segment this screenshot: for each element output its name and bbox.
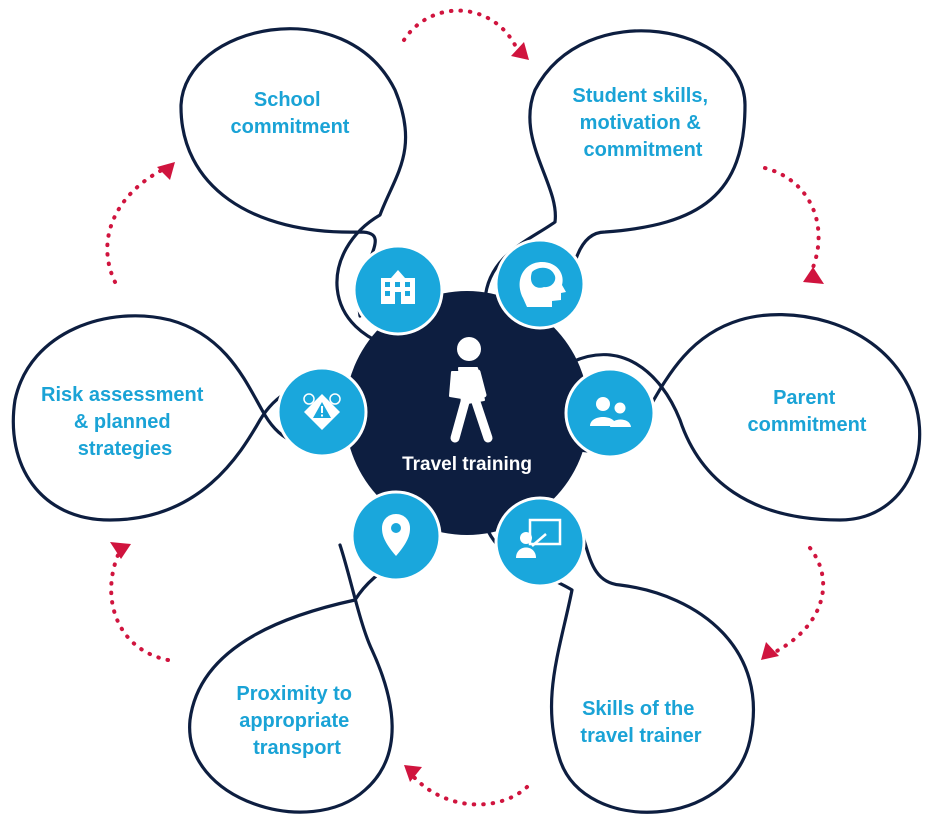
arrow-student-to-parent — [763, 166, 821, 272]
location-pin-icon — [382, 514, 410, 556]
label-trainer: Skills of the travel trainer — [580, 698, 701, 747]
people-icon — [590, 397, 631, 427]
label-risk: Risk assessment & planned strategies — [41, 384, 209, 460]
arrowhead-5 — [110, 542, 131, 559]
icon-node-student[interactable] — [494, 238, 586, 330]
label-parent: Parent commitment — [748, 387, 867, 436]
petal-risk — [11, 314, 327, 522]
icon-node-risk[interactable] — [276, 366, 368, 458]
hub-label: Travel training — [402, 454, 532, 475]
label-student: Student skills, motivation & commitment — [572, 85, 713, 161]
arrow-parent-to-trainer — [773, 546, 826, 654]
factor-labels: School commitment Student skills, motiva… — [41, 85, 867, 759]
icon-node-trainer[interactable] — [494, 496, 586, 588]
arrow-school-to-student — [402, 8, 517, 47]
arrowhead-6 — [157, 162, 175, 180]
petal-student — [483, 29, 747, 314]
label-transport: Proximity to appropriate transport — [236, 683, 357, 759]
icon-node-transport[interactable] — [350, 490, 442, 582]
arrow-risk-to-school — [105, 168, 164, 284]
petal-trainer — [478, 493, 756, 814]
arrow-transport-to-risk — [109, 553, 170, 662]
hub-circle — [345, 291, 589, 535]
petal-transport — [188, 513, 440, 814]
icon-circles — [276, 238, 656, 588]
petal-outlines — [11, 27, 922, 814]
label-school: School commitment — [231, 89, 350, 138]
teacher-board-icon — [516, 518, 562, 558]
arrowhead-3 — [761, 642, 779, 660]
arrowhead-1 — [511, 42, 529, 60]
icon-node-school[interactable] — [352, 244, 444, 336]
arrowhead-4 — [404, 765, 422, 782]
cycle-arrowheads — [110, 42, 824, 782]
hub: Travel training — [345, 291, 589, 535]
arrow-trainer-to-transport — [410, 773, 529, 807]
arrowhead-2 — [803, 267, 824, 284]
petal-school — [179, 27, 408, 352]
icon-node-parent[interactable] — [564, 367, 656, 459]
warning-sign-icon — [303, 393, 341, 430]
walking-student-icon — [449, 337, 493, 443]
brain-head-icon — [519, 262, 566, 307]
petal-parent — [570, 313, 922, 522]
school-building-icon — [381, 270, 415, 304]
cycle-arrows — [105, 8, 826, 807]
